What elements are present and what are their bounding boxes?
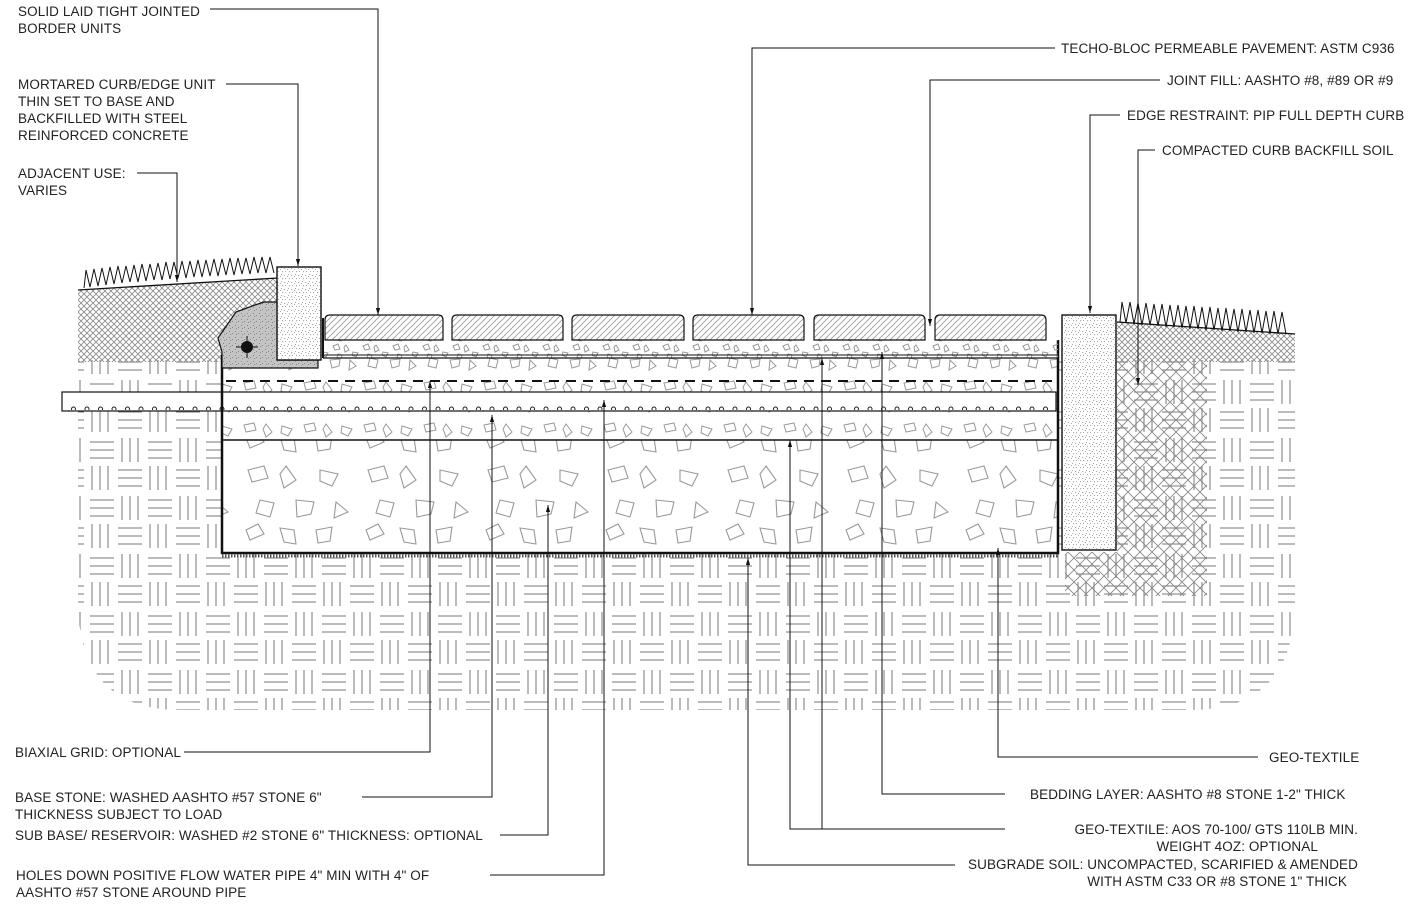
pavers [324, 314, 1047, 341]
label-pipe: HOLES DOWN POSITIVE FLOW WATER PIPE 4" M… [16, 868, 430, 900]
label-sub-base: SUB BASE/ RESERVOIR: WASHED #2 STONE 6" … [15, 828, 483, 843]
grass-right [1119, 301, 1287, 335]
curb-backfill [1065, 362, 1207, 596]
label-bedding: BEDDING LAYER: AASHTO #8 STONE 1-2" THIC… [1030, 787, 1346, 802]
label-edge-restraint: EDGE RESTRAINT: PIP FULL DEPTH CURB [1127, 108, 1405, 123]
edge-restraint-curb [1061, 314, 1117, 551]
label-joint-fill: JOINT FILL: AASHTO #8, #89 OR #9 [1167, 73, 1394, 88]
label-base-stone: BASE STONE: WASHED AASHTO #57 STONE 6"TH… [15, 790, 322, 822]
label-adjacent-use: ADJACENT USE:VARIES [18, 166, 126, 198]
label-backfill: COMPACTED CURB BACKFILL SOIL [1162, 143, 1394, 158]
leader-lines [137, 8, 1258, 876]
pipe-symbol [236, 336, 258, 358]
label-geotextile: GEO-TEXTILE: AOS 70-100/ GTS 110LB MIN.W… [1074, 822, 1358, 854]
adjacent-soil-right [1117, 322, 1295, 362]
label-subgrade: SUBGRADE SOIL: UNCOMPACTED, SCARIFIED & … [967, 857, 1358, 889]
sub-base-layer [222, 440, 1058, 552]
label-pavement: TECHO-BLOC PERMEABLE PAVEMENT: ASTM C936 [1061, 41, 1395, 56]
mortar-haunch [217, 301, 319, 369]
bedding-layer [323, 340, 1058, 358]
label-biaxial-grid: BIAXIAL GRID: OPTIONAL [15, 745, 181, 760]
label-geotextile-bottom: GEO-TEXTILE [1269, 750, 1360, 765]
left-border-unit [276, 266, 322, 361]
